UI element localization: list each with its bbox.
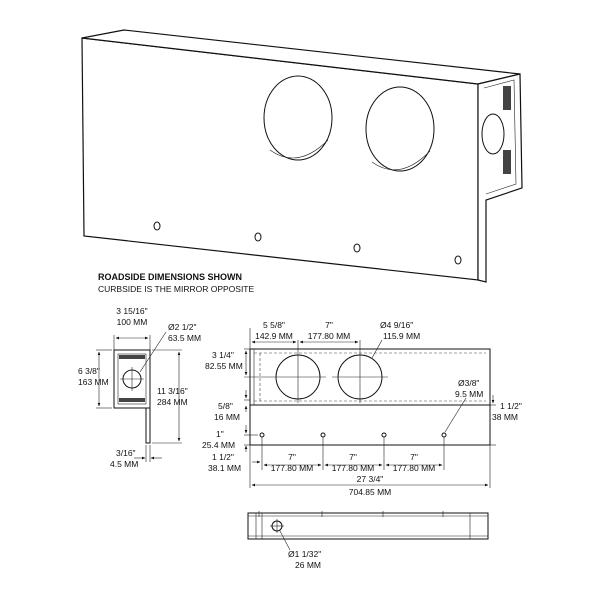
front-flange [249, 404, 491, 446]
mount-hole-2 [254, 232, 262, 242]
side-flange [145, 408, 151, 444]
side-overall-height-in: 11 3/16" [157, 386, 188, 396]
side-box [113, 349, 151, 409]
front-mount-height-in: 1" [216, 429, 224, 439]
front-small-hole-dia-mm: 9.5 MM [455, 389, 483, 399]
mount-spacing-1-mm: 177.80 MM [271, 463, 314, 473]
bottom-panel [247, 512, 489, 540]
mount-spacing-3-mm: 177.80 MM [393, 463, 436, 473]
overall-length-in: 27 3/4" [357, 474, 384, 484]
large-hole-2 [365, 86, 435, 172]
front-small-hole-dia-in: Ø3/8" [458, 378, 479, 388]
side-box-bottom-lip [119, 398, 145, 402]
end-hole [481, 113, 505, 155]
bottom-hole-dia-in: Ø1 1/32" [288, 549, 321, 559]
large-hole-1-depth [269, 139, 329, 159]
side-overall-height-mm: 284 MM [157, 397, 188, 407]
side-hole-dia-mm: 63.5 MM [168, 333, 201, 343]
front-view: 5 5/8" 142.9 MM 7" 177.80 MM Ø4 9/16" 11… [202, 320, 522, 497]
mount-spacing-3-in: 7" [410, 452, 418, 462]
front-hole-center-in: 3 1/4" [212, 350, 234, 360]
mount-spacing-2-in: 7" [349, 452, 357, 462]
end-face [477, 73, 523, 283]
front-mount-hole-1 [259, 432, 265, 438]
front-spacing-mm: 177.80 MM [308, 331, 351, 341]
side-width-in: 3 15/16" [116, 306, 147, 316]
side-box-inner [117, 353, 147, 405]
large-hole-2-depth [371, 150, 431, 171]
side-height-mm: 163 MM [78, 377, 109, 387]
isometric-view [81, 29, 523, 283]
side-height-in: 6 3/8" [78, 366, 100, 376]
front-spacing-in: 7" [325, 320, 333, 330]
front-large-hole-dia-in: Ø4 9/16" [380, 320, 413, 330]
bottom-view: Ø1 1/32" 26 MM [247, 511, 489, 570]
front-first-mount-mm: 38.1 MM [208, 463, 241, 473]
side-flange-in: 3/16" [116, 448, 136, 458]
front-large-hole-dia-mm: 115.9 MM [383, 331, 420, 341]
heading-subtitle: CURBSIDE IS THE MIRROR OPPOSITE [98, 284, 255, 294]
front-top-flange-in: 5/8" [218, 401, 233, 411]
mount-hole-4 [454, 255, 462, 265]
overall-length-mm: 704.85 MM [349, 487, 392, 497]
front-offset-in: 5 5/8" [263, 320, 285, 330]
side-hole-dia-in: Ø2 1/2" [168, 322, 197, 332]
side-flange-mm: 4.5 MM [110, 459, 138, 469]
mount-hole-1 [153, 221, 161, 231]
end-slot-bottom [503, 150, 511, 174]
front-hole-center-mm: 82.55 MM [205, 361, 243, 371]
front-mount-height-mm: 25.4 MM [202, 440, 235, 450]
end-slot-top [503, 86, 511, 110]
mount-spacing-2-mm: 177.80 MM [332, 463, 375, 473]
mount-hole-3 [353, 243, 361, 253]
end-face-inner [483, 79, 517, 195]
side-view: 3 15/16" 100 MM Ø2 1/2" 63.5 MM 6 3/8" 1… [78, 306, 201, 469]
front-end-in: 1 1/2" [500, 401, 522, 411]
large-hole-1 [263, 75, 333, 161]
front-end-mm: 38 MM [492, 412, 518, 422]
front-mount-hole-2 [320, 432, 326, 438]
side-box-top-lip [119, 355, 145, 359]
front-mount-hole-4 [441, 432, 447, 438]
front-offset-mm: 142.9 MM [255, 331, 293, 341]
front-mount-hole-3 [381, 432, 387, 438]
mount-spacing-1-in: 7" [288, 452, 296, 462]
front-first-mount-in: 1 1/2" [212, 452, 234, 462]
heading-title: ROADSIDE DIMENSIONS SHOWN [98, 272, 242, 282]
bottom-hole-dia-mm: 26 MM [295, 560, 321, 570]
front-top-flange-mm: 16 MM [214, 412, 240, 422]
side-width-mm: 100 MM [117, 317, 148, 327]
